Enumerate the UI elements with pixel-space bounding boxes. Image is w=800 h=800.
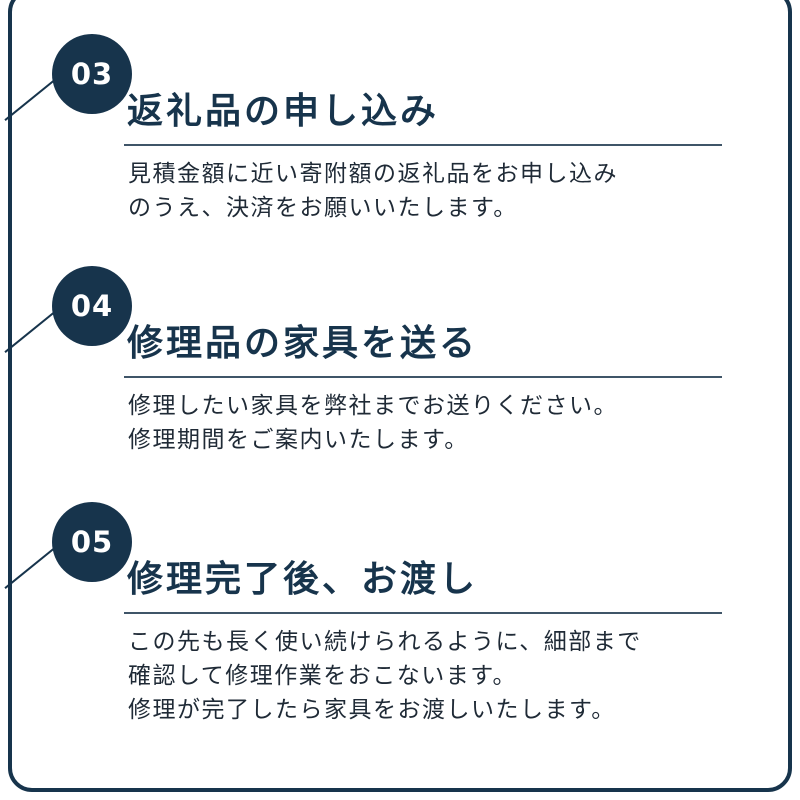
step-description: 修理したい家具を弊社までお送りください。 修理期間をご案内いたします。 [128, 389, 618, 457]
step-03: 03 返礼品の申し込み 見積金額に近い寄附額の返礼品をお申し込み のうえ、決済を… [0, 34, 800, 254]
step-number-badge: 03 [52, 34, 132, 114]
step-description: この先も長く使い続けられるように、細部まで 確認して修理作業をおこないます。 修… [128, 625, 642, 727]
step-04: 04 修理品の家具を送る 修理したい家具を弊社までお送りください。 修理期間をご… [0, 266, 800, 486]
divider [124, 612, 722, 614]
step-description: 見積金額に近い寄附額の返礼品をお申し込み のうえ、決済をお願いいたします。 [128, 157, 618, 225]
divider [124, 144, 722, 146]
description-line: のうえ、決済をお願いいたします。 [128, 195, 518, 221]
step-title: 修理完了後、お渡し [127, 559, 479, 600]
description-line: この先も長く使い続けられるように、細部まで [128, 629, 642, 655]
description-line: 見積金額に近い寄附額の返礼品をお申し込み [128, 161, 618, 187]
description-line: 修理期間をご案内いたします。 [128, 427, 469, 453]
description-line: 確認して修理作業をおこないます。 [128, 663, 518, 689]
card-frame [8, 0, 792, 792]
description-line: 修理が完了したら家具をお渡しいたします。 [128, 697, 616, 723]
step-number-badge: 05 [52, 502, 132, 582]
description-line: 修理したい家具を弊社までお送りください。 [128, 393, 618, 419]
step-title: 修理品の家具を送る [127, 323, 479, 364]
divider [124, 376, 722, 378]
step-title: 返礼品の申し込み [127, 91, 440, 132]
step-number-badge: 04 [52, 266, 132, 346]
step-05: 05 修理完了後、お渡し この先も長く使い続けられるように、細部まで 確認して修… [0, 502, 800, 723]
